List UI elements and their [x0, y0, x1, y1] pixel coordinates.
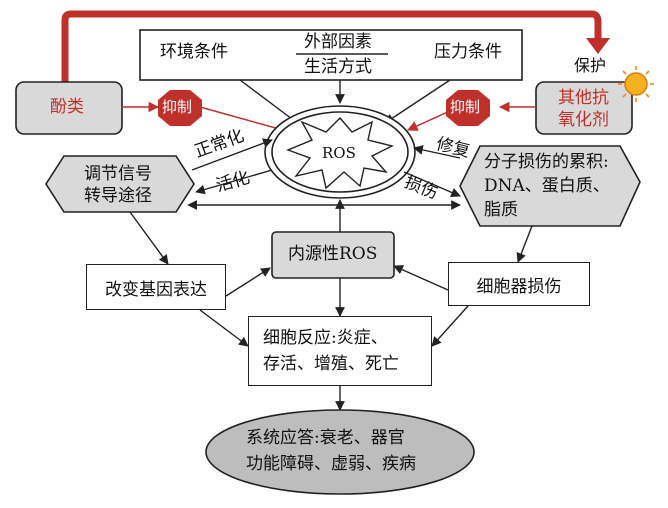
damage-hexagon: [459, 145, 641, 227]
gene-expression-box: 改变基因表达: [86, 264, 226, 310]
cell-response-line2: 存活、增殖、死亡: [263, 354, 399, 374]
other-antioxidants-line1: 其他抗: [558, 88, 609, 108]
env-lifestyle: 生活方式: [304, 57, 372, 77]
env-external-factors: 外部因素: [304, 32, 372, 52]
damage-line3: 脂质: [484, 200, 518, 220]
ros-label: ROS: [322, 144, 356, 162]
system-response-line1: 系统应答:衰老、器官: [246, 428, 405, 448]
other-antioxidants-box: [535, 81, 633, 135]
signal-line2: 转导途径: [84, 186, 152, 206]
env-box: [139, 29, 523, 81]
damage-line1: 分子损伤的累积:: [484, 152, 609, 172]
inhibit-octagon-right: [446, 90, 490, 126]
sun-icon: [618, 66, 654, 102]
organelle-damage-box: 细胞器损伤: [448, 262, 590, 306]
phenols-label: 酚类: [50, 97, 84, 117]
env-pressure: 压力条件: [434, 42, 502, 62]
protect-arrow: [61, 10, 602, 82]
gene-expression-label: 改变基因表达: [105, 279, 207, 300]
inhibit-label-left: 抑制: [162, 98, 193, 116]
system-response-ellipse: [205, 409, 475, 495]
phenols-box: [15, 81, 123, 135]
damage-line2: DNA、蛋白质、: [484, 176, 610, 196]
cell-response-line1: 细胞反应:炎症、: [263, 328, 388, 348]
cell-response-box: 细胞反应:炎症、 存活、增殖、死亡: [248, 316, 432, 386]
organelle-damage-label: 细胞器损伤: [476, 276, 562, 297]
endogenous-ros-box: [271, 231, 395, 279]
endogenous-ros-label: 内源性ROS: [288, 244, 378, 264]
signal-line1: 调节信号: [84, 164, 152, 184]
inhibit-label-right: 抑制: [450, 98, 481, 116]
signal-hexagon: [45, 155, 195, 213]
inhibit-octagon-left: [158, 90, 202, 126]
env-environment: 环境条件: [160, 42, 228, 62]
protect-label: 保护: [574, 56, 607, 75]
other-antioxidants-line2: 氧化剂: [558, 110, 609, 130]
protect-arrowhead: [586, 38, 610, 54]
system-response-line2: 功能障碍、虚弱、疾病: [246, 454, 416, 474]
ros-starburst: [286, 116, 395, 190]
